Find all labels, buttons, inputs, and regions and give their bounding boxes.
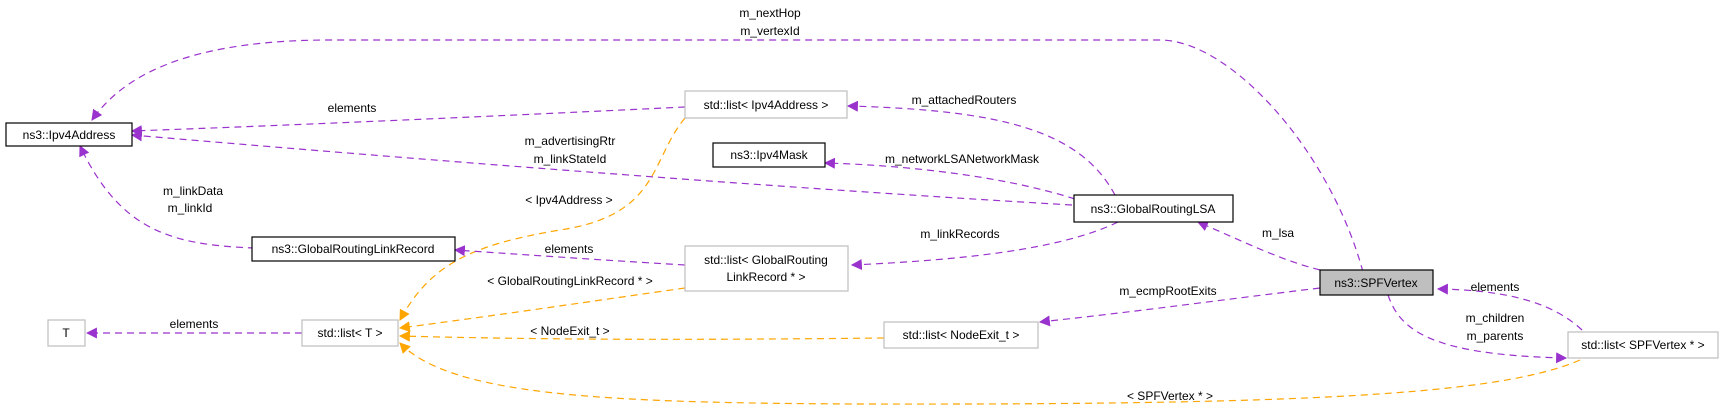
edge-label-tmpl-spf-vertex: < SPFVertex * > bbox=[1127, 389, 1213, 403]
edge-label-lsa: m_lsa bbox=[1262, 226, 1294, 240]
node-list-link-record[interactable]: std::list< GlobalRouting LinkRecord * > bbox=[684, 245, 849, 292]
edge-label-tmpl-link-record: < GlobalRoutingLinkRecord * > bbox=[487, 274, 652, 288]
edge-label-link-data: m_linkData bbox=[163, 184, 223, 198]
edge-label-list-ipv4-elements: elements bbox=[328, 101, 377, 115]
edge-tmpl-node-exit bbox=[398, 330, 885, 342]
edge-label-vertex-id: m_vertexId bbox=[740, 24, 799, 38]
edge-children-parents bbox=[1387, 294, 1568, 364]
svg-text:std::list< GlobalRouting: std::list< GlobalRouting bbox=[704, 253, 828, 267]
svg-text:T: T bbox=[62, 326, 70, 340]
svg-text:ns3::GlobalRoutingLinkRecord: ns3::GlobalRoutingLinkRecord bbox=[272, 242, 435, 256]
edge-label-children: m_children bbox=[1466, 311, 1525, 325]
edge-label-t-elements: elements bbox=[170, 317, 219, 331]
edge-label-parents: m_parents bbox=[1467, 329, 1524, 343]
edge-label-attached-routers: m_attachedRouters bbox=[912, 93, 1017, 107]
svg-text:LinkRecord * >: LinkRecord * > bbox=[726, 270, 805, 284]
svg-text:std::list< NodeExit_t >: std::list< NodeExit_t > bbox=[903, 328, 1020, 342]
node-list-ipv4-address[interactable]: std::list< Ipv4Address > bbox=[684, 90, 848, 119]
edge-label-ecmp-root-exits: m_ecmpRootExits bbox=[1119, 284, 1216, 298]
edge-label-advertising-rtr: m_advertisingRtr bbox=[525, 134, 616, 148]
edge-label-link-records: m_linkRecords bbox=[920, 227, 999, 241]
edge-advertising-rtr bbox=[130, 130, 1073, 206]
node-t[interactable]: T bbox=[47, 319, 86, 347]
node-ipv4-mask[interactable]: ns3::Ipv4Mask bbox=[712, 142, 826, 168]
edge-label-next-hop: m_nextHop bbox=[739, 6, 801, 20]
edge-label-link-record-elements: elements bbox=[545, 242, 594, 256]
svg-text:std::list< SPFVertex * >: std::list< SPFVertex * > bbox=[1581, 338, 1704, 352]
edge-attached-routers bbox=[846, 100, 1116, 196]
edge-label-tmpl-ipv4: < Ipv4Address > bbox=[525, 193, 612, 207]
node-list-node-exit[interactable]: std::list< NodeExit_t > bbox=[883, 321, 1039, 349]
node-ipv4-address[interactable]: ns3::Ipv4Address bbox=[5, 122, 133, 147]
edge-tmpl-spf-vertex bbox=[399, 342, 1581, 405]
edge-link-data bbox=[79, 145, 256, 249]
node-global-routing-lsa[interactable]: ns3::GlobalRoutingLSA bbox=[1073, 194, 1234, 223]
node-list-t[interactable]: std::list< T > bbox=[301, 319, 399, 347]
node-spf-vertex[interactable]: ns3::SPFVertex bbox=[1319, 269, 1434, 296]
node-global-routing-link-record[interactable]: ns3::GlobalRoutingLinkRecord bbox=[251, 236, 456, 262]
edge-label-network-lsa-mask: m_networkLSANetworkMask bbox=[885, 152, 1040, 166]
edge-label-tmpl-node-exit: < NodeExit_t > bbox=[530, 324, 609, 338]
edge-link-records bbox=[850, 221, 1119, 271]
edge-next-hop bbox=[91, 39, 1364, 273]
svg-text:std::list< Ipv4Address >: std::list< Ipv4Address > bbox=[704, 98, 829, 112]
edge-label-spf-list-elements: elements bbox=[1471, 280, 1520, 294]
svg-text:ns3::Ipv4Mask: ns3::Ipv4Mask bbox=[730, 148, 808, 162]
edge-tmpl-ipv4 bbox=[399, 117, 686, 321]
edge-lsa bbox=[1196, 220, 1321, 271]
svg-text:std::list< T >: std::list< T > bbox=[318, 326, 383, 340]
edge-label-link-id: m_linkId bbox=[168, 201, 213, 215]
edge-spf-list-elements bbox=[1436, 283, 1583, 331]
edge-ecmp-root-exits bbox=[1038, 287, 1321, 327]
edge-network-lsa-mask bbox=[823, 157, 1076, 200]
edge-tmpl-link-record bbox=[398, 287, 686, 333]
svg-text:ns3::GlobalRoutingLSA: ns3::GlobalRoutingLSA bbox=[1091, 202, 1216, 216]
edge-list-ipv4-elements bbox=[130, 106, 686, 137]
node-list-spf-vertex[interactable]: std::list< SPFVertex * > bbox=[1567, 331, 1719, 359]
svg-text:ns3::Ipv4Address: ns3::Ipv4Address bbox=[23, 128, 116, 142]
edge-label-link-state-id: m_linkStateId bbox=[534, 152, 607, 166]
svg-text:ns3::SPFVertex: ns3::SPFVertex bbox=[1334, 276, 1417, 290]
